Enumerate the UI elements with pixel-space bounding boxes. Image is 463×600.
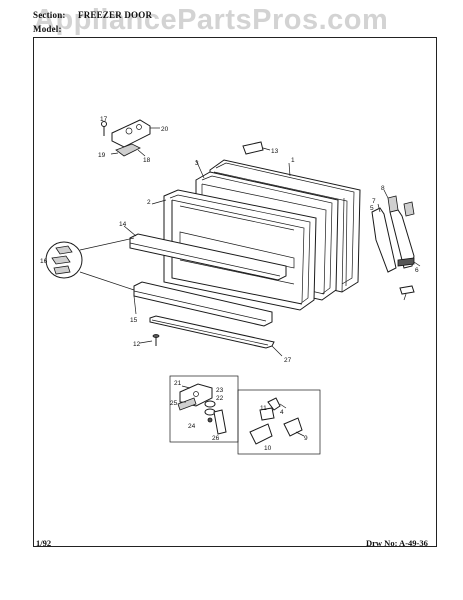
callout-11: 11	[260, 405, 267, 412]
magnified-detail-16	[45, 237, 135, 291]
callout-23: 23	[216, 387, 224, 394]
section-title: FREEZER DOOR	[78, 10, 153, 20]
badge-part	[242, 141, 271, 155]
door-shelf-bar-lower	[133, 281, 273, 327]
callout-15: 15	[130, 317, 138, 324]
screw-part	[139, 334, 160, 346]
callout-21: 21	[174, 380, 182, 387]
callout-4: 4	[280, 409, 284, 416]
callout-20: 20	[161, 126, 169, 133]
callout-22: 22	[216, 395, 224, 402]
diagram-frame	[33, 37, 437, 547]
callout-19: 19	[98, 152, 106, 159]
callout-26: 26	[212, 435, 220, 442]
callout-12: 12	[133, 341, 141, 348]
callout-3: 3	[195, 160, 199, 167]
callout-13: 13	[271, 148, 279, 155]
callout-25: 25	[170, 400, 178, 407]
callout-27: 27	[284, 357, 292, 364]
callout-6: 6	[415, 267, 419, 274]
callout-17: 17	[100, 116, 108, 123]
callout-5: 5	[370, 205, 374, 212]
door-shelf-bar-upper	[123, 225, 287, 281]
callout-1: 1	[291, 157, 295, 164]
bottom-hinge-detail	[169, 375, 239, 443]
callout-7: 7	[372, 198, 376, 205]
model-label: Model:	[33, 24, 62, 34]
callout-8: 8	[381, 185, 385, 192]
callout-24: 24	[188, 423, 196, 430]
right-hinge-hardware	[371, 189, 421, 301]
footer-date: 1/92	[36, 538, 52, 548]
callout-14: 14	[119, 221, 127, 228]
callout-18: 18	[143, 157, 151, 164]
top-hinge-detail	[101, 119, 160, 157]
bottom-trim	[149, 315, 283, 357]
callout-9: 9	[304, 435, 308, 442]
callout-2: 2	[147, 199, 151, 206]
callout-10: 10	[264, 445, 272, 452]
callout-16: 16	[40, 258, 48, 265]
bracket-detail	[237, 389, 321, 455]
section-label: Section:	[33, 10, 66, 20]
footer-drawing-number: Drw No: A-49-36	[366, 538, 428, 548]
